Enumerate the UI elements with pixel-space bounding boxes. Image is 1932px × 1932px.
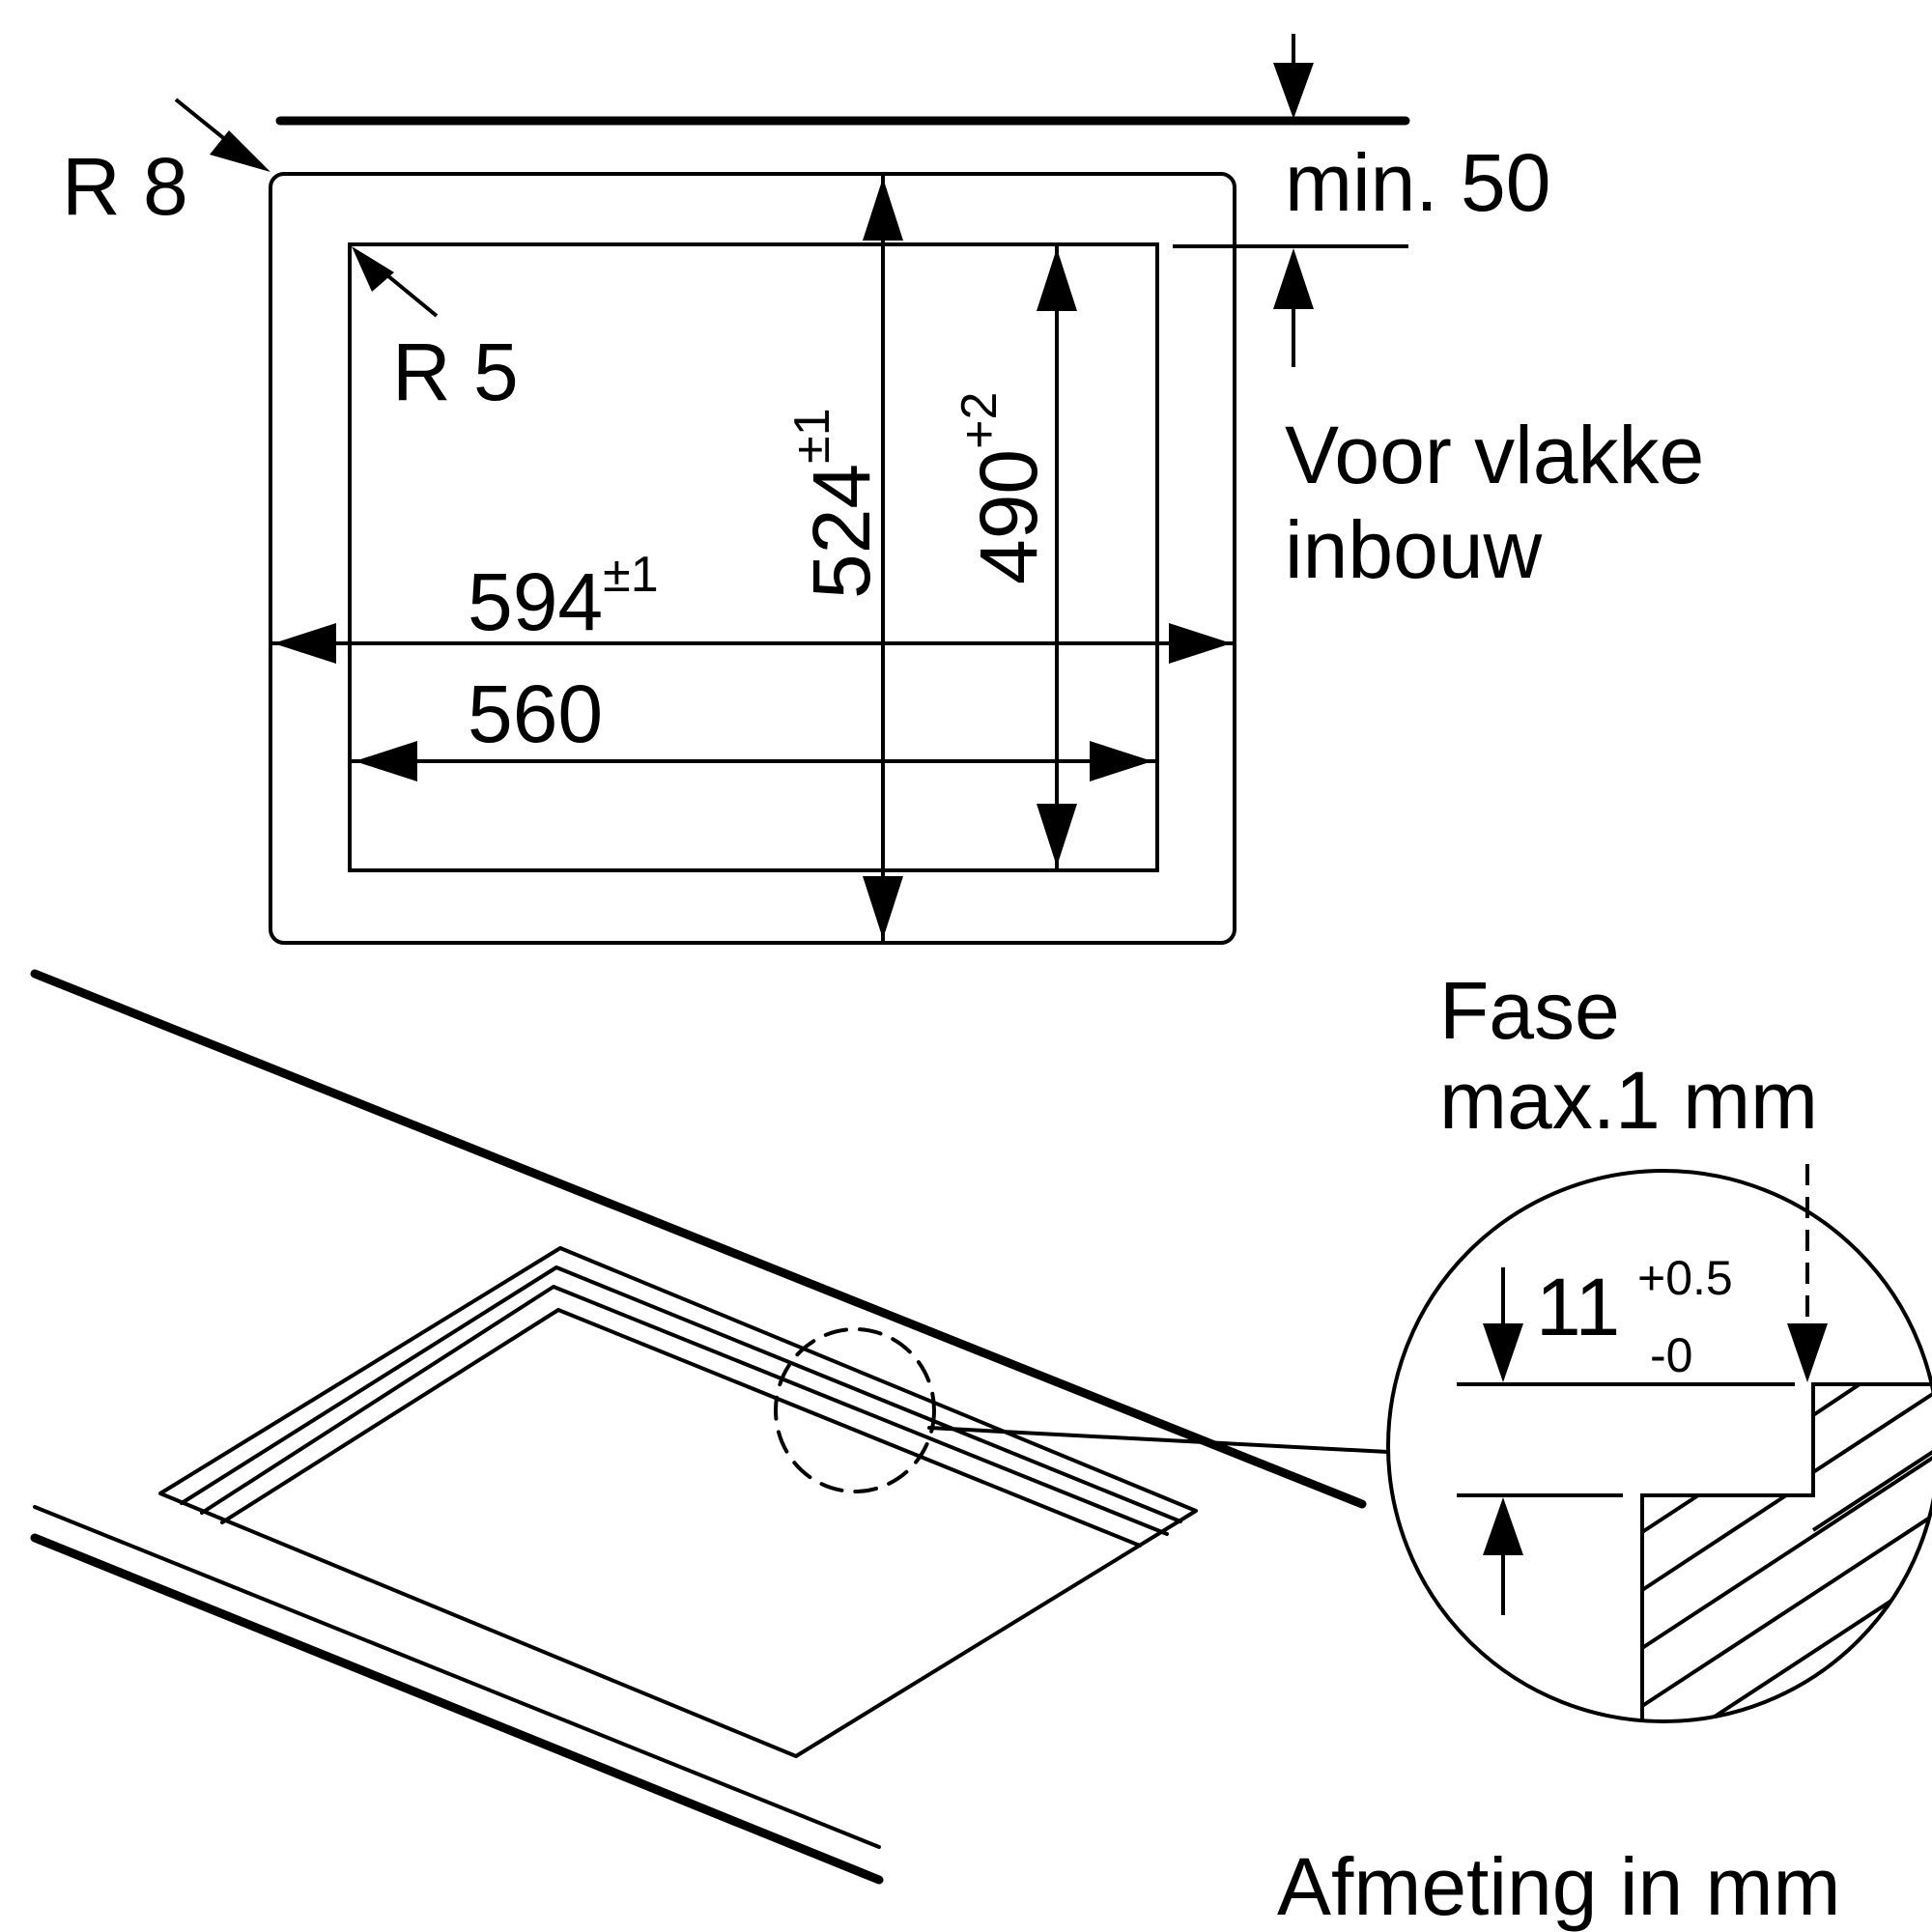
dim-594-arrow-right (1169, 623, 1232, 664)
svg-text:524±1: 524±1 (784, 408, 887, 599)
dim-524-arrow-bottom (863, 876, 903, 939)
dim-560-value: 560 (468, 668, 603, 759)
dim-560-arrow-left (355, 741, 417, 781)
flush-note-line2: inbouw (1285, 504, 1543, 595)
dim-490-arrow-bottom (1037, 804, 1077, 867)
chamfer-label-line2: max.1 mm (1439, 1055, 1818, 1146)
dim-560-arrow-right (1090, 741, 1152, 781)
cutout-step-line-2 (200, 1285, 1169, 1536)
hatch-line-8 (1811, 1444, 1932, 1532)
dim-594-value: 594 (468, 556, 603, 647)
hatch-line-5 (1660, 1566, 1932, 1721)
chamfer-arrow (1787, 1323, 1828, 1382)
cutout-plan (174, 34, 1410, 945)
depth-arrow-top (1483, 1323, 1523, 1382)
dim-490-value: 490 (963, 449, 1054, 584)
hatch-line-3 (1640, 1450, 1932, 1650)
chamfer-label-line1: Fase (1439, 965, 1620, 1056)
dim-594-arrow-left (273, 623, 336, 664)
hatch-line-2 (1640, 1493, 1788, 1592)
r5-arrowhead (352, 246, 394, 292)
depth-arrow-bottom (1483, 1497, 1523, 1555)
dim-594-tolerance: ±1 (603, 547, 658, 603)
radius-inner-label: R 5 (392, 327, 519, 417)
countertop-back-edge (30, 969, 1367, 1509)
perspective-view (30, 969, 1390, 1885)
outer-frame (269, 172, 1236, 945)
hatch-line-4 (1640, 1508, 1932, 1708)
svg-text:490+2: 490+2 (952, 392, 1054, 584)
countertop-front-edge-upper (33, 1505, 881, 1849)
countertop-front-edge-lower (30, 1533, 884, 1885)
hatch-line-6 (1811, 1386, 1932, 1474)
detail-depth-tol-minus: -0 (1650, 1328, 1692, 1382)
arrowheads-detail (1483, 1323, 1828, 1555)
hatch-line-7 (1811, 1382, 1861, 1417)
dim-490-arrow-top (1037, 248, 1077, 311)
detail-depth-value: 11 (1536, 1262, 1620, 1352)
cutout-outer-outline (158, 1246, 1198, 1758)
dim-524-tolerance: ±1 (784, 408, 840, 463)
min-distance-label: min. 50 (1285, 137, 1550, 228)
dim-524-arrow-top (863, 178, 903, 241)
min50-arrow-bottom (1273, 248, 1314, 309)
dim-490-text-group: 490+2 (952, 392, 1054, 584)
arrowheads-plan (210, 63, 1314, 939)
hatch-line-1 (1640, 1493, 1700, 1534)
detail-leader-line (927, 1426, 1390, 1454)
detail-marker-circle (774, 1327, 936, 1493)
dim-490-tolerance: +2 (952, 392, 1008, 449)
cutout-step-line-1 (180, 1265, 1182, 1523)
dim-594-text: 594±1 (468, 547, 659, 647)
detail-circle (1386, 1169, 1932, 1723)
section-hatch (1640, 1382, 1932, 1721)
dim-524-text-group: 524±1 (784, 408, 887, 599)
radius-outer-label: R 8 (62, 141, 188, 232)
dim-524-value: 524 (796, 464, 887, 599)
section-outline (1640, 1382, 1932, 1721)
r8-arrowhead (210, 130, 270, 172)
detail-depth-tol-plus: +0.5 (1637, 1251, 1733, 1305)
flush-note-line1: Voor vlakke (1285, 410, 1704, 500)
inner-cutout (348, 242, 1159, 872)
cutout-step-line-3 (220, 1308, 1142, 1548)
units-note: Afmeting in mm (1277, 1841, 1841, 1932)
min50-arrow-top (1273, 63, 1314, 119)
